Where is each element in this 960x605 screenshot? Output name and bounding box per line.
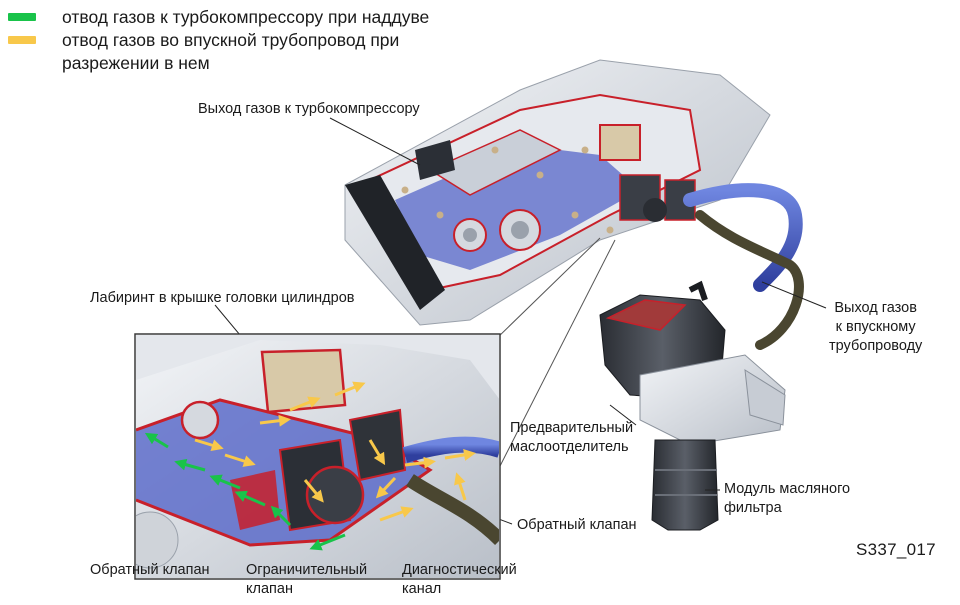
label-turbo-outlet: Выход газов к турбокомпрессору [198, 101, 420, 117]
label-intake-outlet-line2: к впускному [835, 319, 916, 335]
boost-flow-arrows [144, 432, 346, 551]
yellow-swatch [8, 36, 36, 44]
zoom-inset [134, 333, 501, 580]
label-intake-outlet: Выход газов к впускному трубопроводу [829, 299, 922, 356]
cylinder-head-cover [344, 59, 771, 326]
label-limit-valve-line2: клапан [246, 581, 293, 597]
legend-text-vacuum: отвод газов во впускной трубопровод при … [62, 30, 400, 73]
label-pre-separator-line2: маслоотделитель [510, 439, 629, 455]
label-diag-channel-line1: Диагностический [402, 562, 517, 578]
label-limit-valve: Ограничительный клапан [246, 561, 367, 599]
label-oil-filter-line1: Модуль масляного [724, 481, 851, 497]
label-diag-channel: Диагностический канал [402, 561, 517, 599]
legend-item-vacuum: отвод газов во впускной трубопровод при … [8, 29, 478, 75]
return-hose [695, 210, 804, 350]
label-pre-separator-line1: Предварительный [510, 420, 634, 436]
label-intake-outlet-line3: трубопроводу [829, 338, 923, 354]
legend-text-boost: отвод газов к турбокомпрессору при надду… [62, 7, 430, 27]
vacuum-flow-arrows [194, 381, 476, 522]
label-oil-filter-line2: фильтра [724, 500, 782, 516]
legend-item-boost: отвод газов к турбокомпрессору при надду… [8, 6, 478, 29]
label-diag-channel-line2: канал [402, 581, 442, 597]
green-swatch [8, 13, 36, 21]
oil-filter-module [599, 280, 786, 531]
figure-code: S337_017 [856, 540, 936, 559]
label-intake-outlet-line1: Выход газов [834, 300, 917, 316]
label-pre-separator: Предварительный маслоотделитель [510, 419, 633, 457]
label-limit-valve-line1: Ограничительный [246, 562, 368, 578]
label-oil-filter: Модуль масляного фильтра [724, 480, 850, 518]
legend: отвод газов к турбокомпрессору при надду… [8, 6, 478, 75]
zoom-connector [494, 237, 616, 471]
label-labyrinth: Лабиринт в крышке головки цилиндров [90, 290, 355, 306]
label-check-valve-left: Обратный клапан [90, 562, 210, 578]
label-check-valve-right: Обратный клапан [517, 517, 637, 533]
